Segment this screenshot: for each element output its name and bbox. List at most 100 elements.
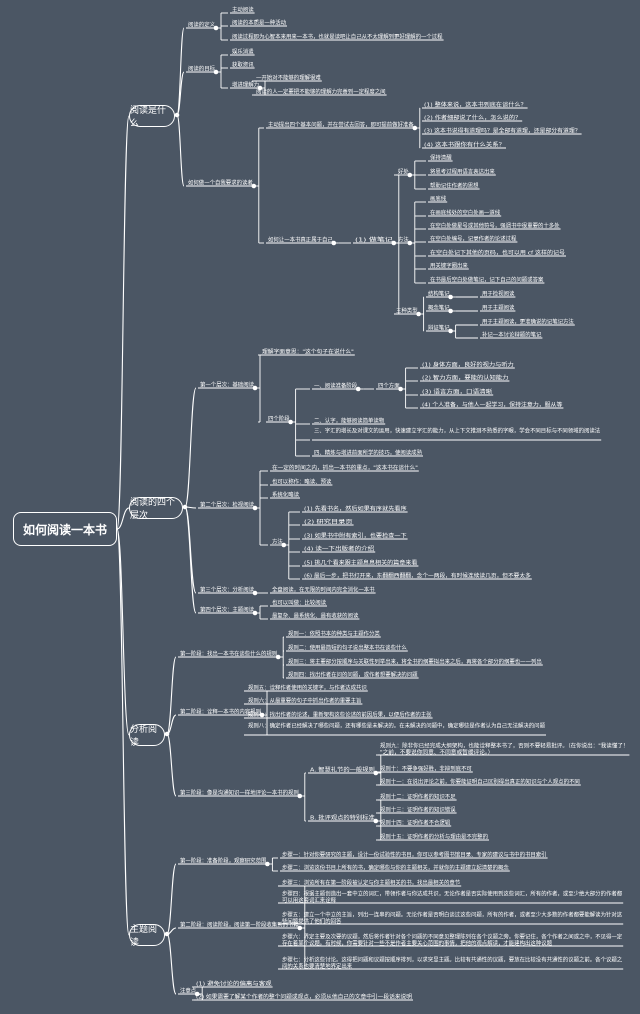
- topic-node[interactable]: 第二阶段：阅读阶段，阅读第一阶段收集到的书籍: [180, 920, 299, 928]
- topic-node[interactable]: (3) 语言方面，口语清晰: [422, 387, 493, 395]
- topic-node[interactable]: 帮助记住作者的思想: [430, 181, 479, 189]
- topic-node[interactable]: 规则八：确定作者已经解决了哪些问题，还有哪些是未解决的。在未解决的问题中，确定哪…: [248, 721, 546, 729]
- topic-node[interactable]: 规则四：找出作者在问的问题，或作者想要解决的问题: [288, 670, 418, 678]
- topic-node[interactable]: 在空白处做星号或其他符号，强调书中很重要的十多处: [430, 221, 560, 229]
- topic-node[interactable]: 第一个层次：基础阅读: [200, 380, 255, 388]
- topic-node[interactable]: (3) 如果书中附有索引，也要检查一下: [304, 531, 407, 539]
- topic-node[interactable]: 步骤一：针对你要研究的主题，设计一份试验性的书目，你可以参考图书馆目录、专家的建…: [282, 850, 547, 858]
- topic-node[interactable]: 第二个层次：检视阅读: [200, 500, 255, 508]
- topic-node[interactable]: 方法: [398, 235, 409, 243]
- topic-node[interactable]: 用于主题阅读，更准确说的记笔记方法: [482, 317, 574, 325]
- topic-node[interactable]: 步骤二：浏览这份书目上所有的书，确定哪些与你的主题相关，并就你的主题建立起清楚的…: [282, 863, 509, 871]
- topic-node[interactable]: 步骤五：建立一个中立的主旨，列出一连串的问题。无论作者是否明白谈过这些问题，所有…: [282, 910, 623, 925]
- topic-node[interactable]: 最复杂、最系统化、最有收获的阅读: [272, 611, 359, 619]
- topic-node[interactable]: 用关键字圈出来: [430, 261, 468, 269]
- topic-node[interactable]: 第三阶段：像是沟通知识一样地评论一本书的规则: [180, 788, 299, 796]
- topic-node[interactable]: (3) 这本书说得有道理吗？是全部有道理，还是部分有道理？: [424, 126, 581, 134]
- topic-node[interactable]: 在画底线处的空白处画一道线: [430, 208, 501, 216]
- topic-node[interactable]: (1) 整体来说，这本书到底在谈什么？: [424, 100, 527, 108]
- topic-node[interactable]: 一、阅读准备阶段: [314, 381, 358, 389]
- topic-node[interactable]: 阅读的定义: [188, 20, 216, 28]
- topic-node[interactable]: 也可以称作：略读、预读: [272, 477, 332, 485]
- topic-node[interactable]: 增进理解力: [232, 80, 259, 88]
- topic-node[interactable]: 四个方面: [378, 381, 400, 389]
- topic-node[interactable]: (6) 最后一步，把书打开来，东翻翻西翻翻，念个一两段，有时候连续读几页，但不要…: [304, 571, 531, 579]
- topic-node[interactable]: 阅读过程即为心智本来用来一本书，也就是读吧让自己从不太理解到更好理解的一个过程: [232, 32, 443, 40]
- topic-node[interactable]: 在一定的时间之内，抓出一本书的重点，"这本书在谈什么": [272, 463, 418, 471]
- topic-node[interactable]: 规则十二：证明作者的知识不足: [380, 792, 456, 800]
- topic-node[interactable]: 规则十三：证明作者的知识错误: [380, 805, 456, 813]
- topic-node[interactable]: 第二阶段：诠释一本书的内容规则: [180, 707, 261, 715]
- topic-node[interactable]: 四、精炼与增进前面所学的技巧，使阅读成熟: [314, 448, 423, 456]
- branch-what-is-reading[interactable]: 阅读是什么: [129, 105, 175, 129]
- branch-four-levels[interactable]: 阅读的四个层次: [129, 497, 183, 521]
- topic-node[interactable]: (2) 智力方面，要能的认知能力: [422, 373, 508, 381]
- topic-node[interactable]: 也可以叫做：比较阅读: [272, 598, 327, 606]
- topic-node[interactable]: A. 智慧礼节的一般规则: [310, 765, 375, 773]
- topic-node[interactable]: 三种类型: [396, 306, 418, 314]
- topic-node[interactable]: 在空白处记下其他的页码，也可以用 cf 这样的记号: [430, 248, 566, 256]
- topic-node[interactable]: (5) 挑几个看来跟主题息息相关的篇章来看: [304, 558, 418, 566]
- root-topic[interactable]: 如何阅读一本书: [13, 512, 117, 546]
- topic-node[interactable]: 在书最后空白处做笔记，记下自己的问题或答案: [430, 275, 544, 283]
- topic-node[interactable]: 规则九：除非你已经完成大纲架构，也能诠释整本书了，否则不要轻易批评。（在你说出：…: [380, 741, 628, 756]
- topic-node[interactable]: 规则六：从最重要的句子中抓出作者的重要主旨: [248, 696, 361, 704]
- topic-node[interactable]: (4) 个人准备，与他人一起学习，保持注意力，服从等: [422, 400, 563, 408]
- topic-node[interactable]: 步骤三：浏览所有在第一阶段被认定与你主题相关的书，找出最相关的章节: [282, 878, 461, 886]
- topic-node[interactable]: (2) 如果需要了解某个作者的整个问题或观点，必须从他自己的文章中引一段话来说明: [196, 992, 412, 1000]
- topic-node[interactable]: 规则十四：证明作者不合逻辑: [380, 818, 451, 826]
- topic-node[interactable]: 阅读的目标: [188, 64, 216, 72]
- topic-node[interactable]: 补记一本讨论辩题的笔记: [482, 330, 542, 338]
- topic-node[interactable]: (1) 避免讨论的偏离与客观: [196, 979, 272, 987]
- topic-node[interactable]: 将思考过程用语言表达出来: [430, 167, 495, 175]
- topic-node[interactable]: 第一阶段：找出一本书在谈些什么的规则: [180, 649, 277, 657]
- topic-node[interactable]: 概念笔记: [428, 303, 450, 311]
- topic-node[interactable]: 一开始对不能够的理解很难: [256, 73, 321, 81]
- topic-node[interactable]: 二、认字，能够阅读简单读物: [314, 416, 385, 424]
- topic-node[interactable]: 三、字汇的增长及对课文的运用，快速建立字汇的能力，从上下文推测不熟悉的字眼，学会…: [314, 426, 601, 434]
- branch-syntopical-reading[interactable]: 主题阅读: [129, 924, 165, 948]
- topic-node[interactable]: 娱乐消遣: [232, 47, 254, 55]
- topic-node[interactable]: (2) 研究目录页: [304, 517, 353, 525]
- topic-node[interactable]: 阅读的人一定要把不能够的理解力完善到一定程度之间: [256, 87, 386, 95]
- topic-node[interactable]: 全盘阅读，在无限的时间内完全消化一本书: [272, 585, 375, 593]
- topic-node[interactable]: (4) 读一下出版者的介绍: [304, 544, 374, 552]
- topic-node[interactable]: 注意点: [180, 986, 197, 994]
- topic-node[interactable]: 第三个层次：分析阅读: [200, 585, 255, 593]
- topic-node[interactable]: 第四个层次：主题阅读: [200, 605, 255, 613]
- topic-node[interactable]: 规则七：找出作者的论述，重新架构这些论述的前因后果，以便后作者的主张: [248, 710, 432, 718]
- topic-node[interactable]: 方法: [272, 537, 283, 545]
- topic-node[interactable]: 结构笔记: [428, 289, 450, 297]
- topic-node[interactable]: (1) 做笔记: [355, 235, 394, 243]
- topic-node[interactable]: 好处: [398, 167, 409, 175]
- topic-node[interactable]: (4) 这本书跟你有什么关系？: [424, 140, 505, 148]
- topic-node[interactable]: 规则十五：证明作者的分析与理由是不完整的: [380, 832, 488, 840]
- topic-node[interactable]: 第一阶段：准备阶段，观察研究范围: [180, 856, 266, 864]
- topic-node[interactable]: B. 批评观点的特别标准: [310, 813, 375, 821]
- topic-node[interactable]: 获取资讯: [232, 60, 254, 68]
- topic-node[interactable]: 主动提出四个基本问题，并在尝试去回答，即可提前做好准备: [268, 120, 414, 128]
- topic-node[interactable]: 保持清醒: [430, 153, 452, 161]
- topic-node[interactable]: 规则十：不要争强好胜，非辩到底不可: [380, 764, 472, 772]
- topic-node[interactable]: 步骤四：根据主题创造出一套中立的词汇，带领作者与你达成共识，无论作者是否实际使用…: [282, 889, 623, 904]
- topic-node[interactable]: 步骤六：界定主要及次要的议题，然后将作者针对各个问题的不同意见整理陈列在各个议题…: [282, 932, 623, 947]
- topic-node[interactable]: 辩证笔记: [428, 323, 450, 331]
- topic-node[interactable]: 规则一：依照书本的种类与主题作分类: [288, 629, 380, 637]
- topic-node[interactable]: 用于主题阅读: [482, 303, 515, 311]
- topic-node[interactable]: (2) 作者细部说了什么，怎么说的？: [424, 113, 521, 121]
- topic-node[interactable]: 用于检视阅读: [482, 289, 515, 297]
- topic-node[interactable]: 四个阶段: [268, 414, 290, 422]
- topic-node[interactable]: 规则三：将主要部分按顺序与关联性列举出来，将全书的纲要拟出来之后，再将各个部分的…: [288, 657, 542, 665]
- topic-node[interactable]: 阅读的本质是一种活动: [232, 18, 287, 26]
- topic-node[interactable]: 如何做一个自我要求的读者: [188, 178, 253, 186]
- topic-node[interactable]: 步骤七：分析这些讨论。这得把问题和议题按顺序排列，以求突显主题。比较有共通性的议…: [282, 955, 623, 970]
- topic-node[interactable]: 系统化略读: [272, 490, 300, 498]
- topic-node[interactable]: 画底线: [430, 194, 447, 202]
- topic-node[interactable]: 理解字面意思："这个句子在说什么": [262, 347, 354, 355]
- topic-node[interactable]: (1) 先看书名，然后如果有序就先看序: [304, 504, 407, 512]
- topic-node[interactable]: 规则二：使用最简短的句子说出整本书在谈些什么: [288, 643, 407, 651]
- topic-node[interactable]: (1) 身体方面，良好的视力与听力: [422, 360, 514, 368]
- topic-node[interactable]: 如何让一本书真正属于自己: [268, 235, 333, 243]
- topic-node[interactable]: 主动阅读: [232, 5, 254, 13]
- topic-node[interactable]: 规则五：诠释作者使用的关键字，与作者达成共识: [248, 683, 367, 691]
